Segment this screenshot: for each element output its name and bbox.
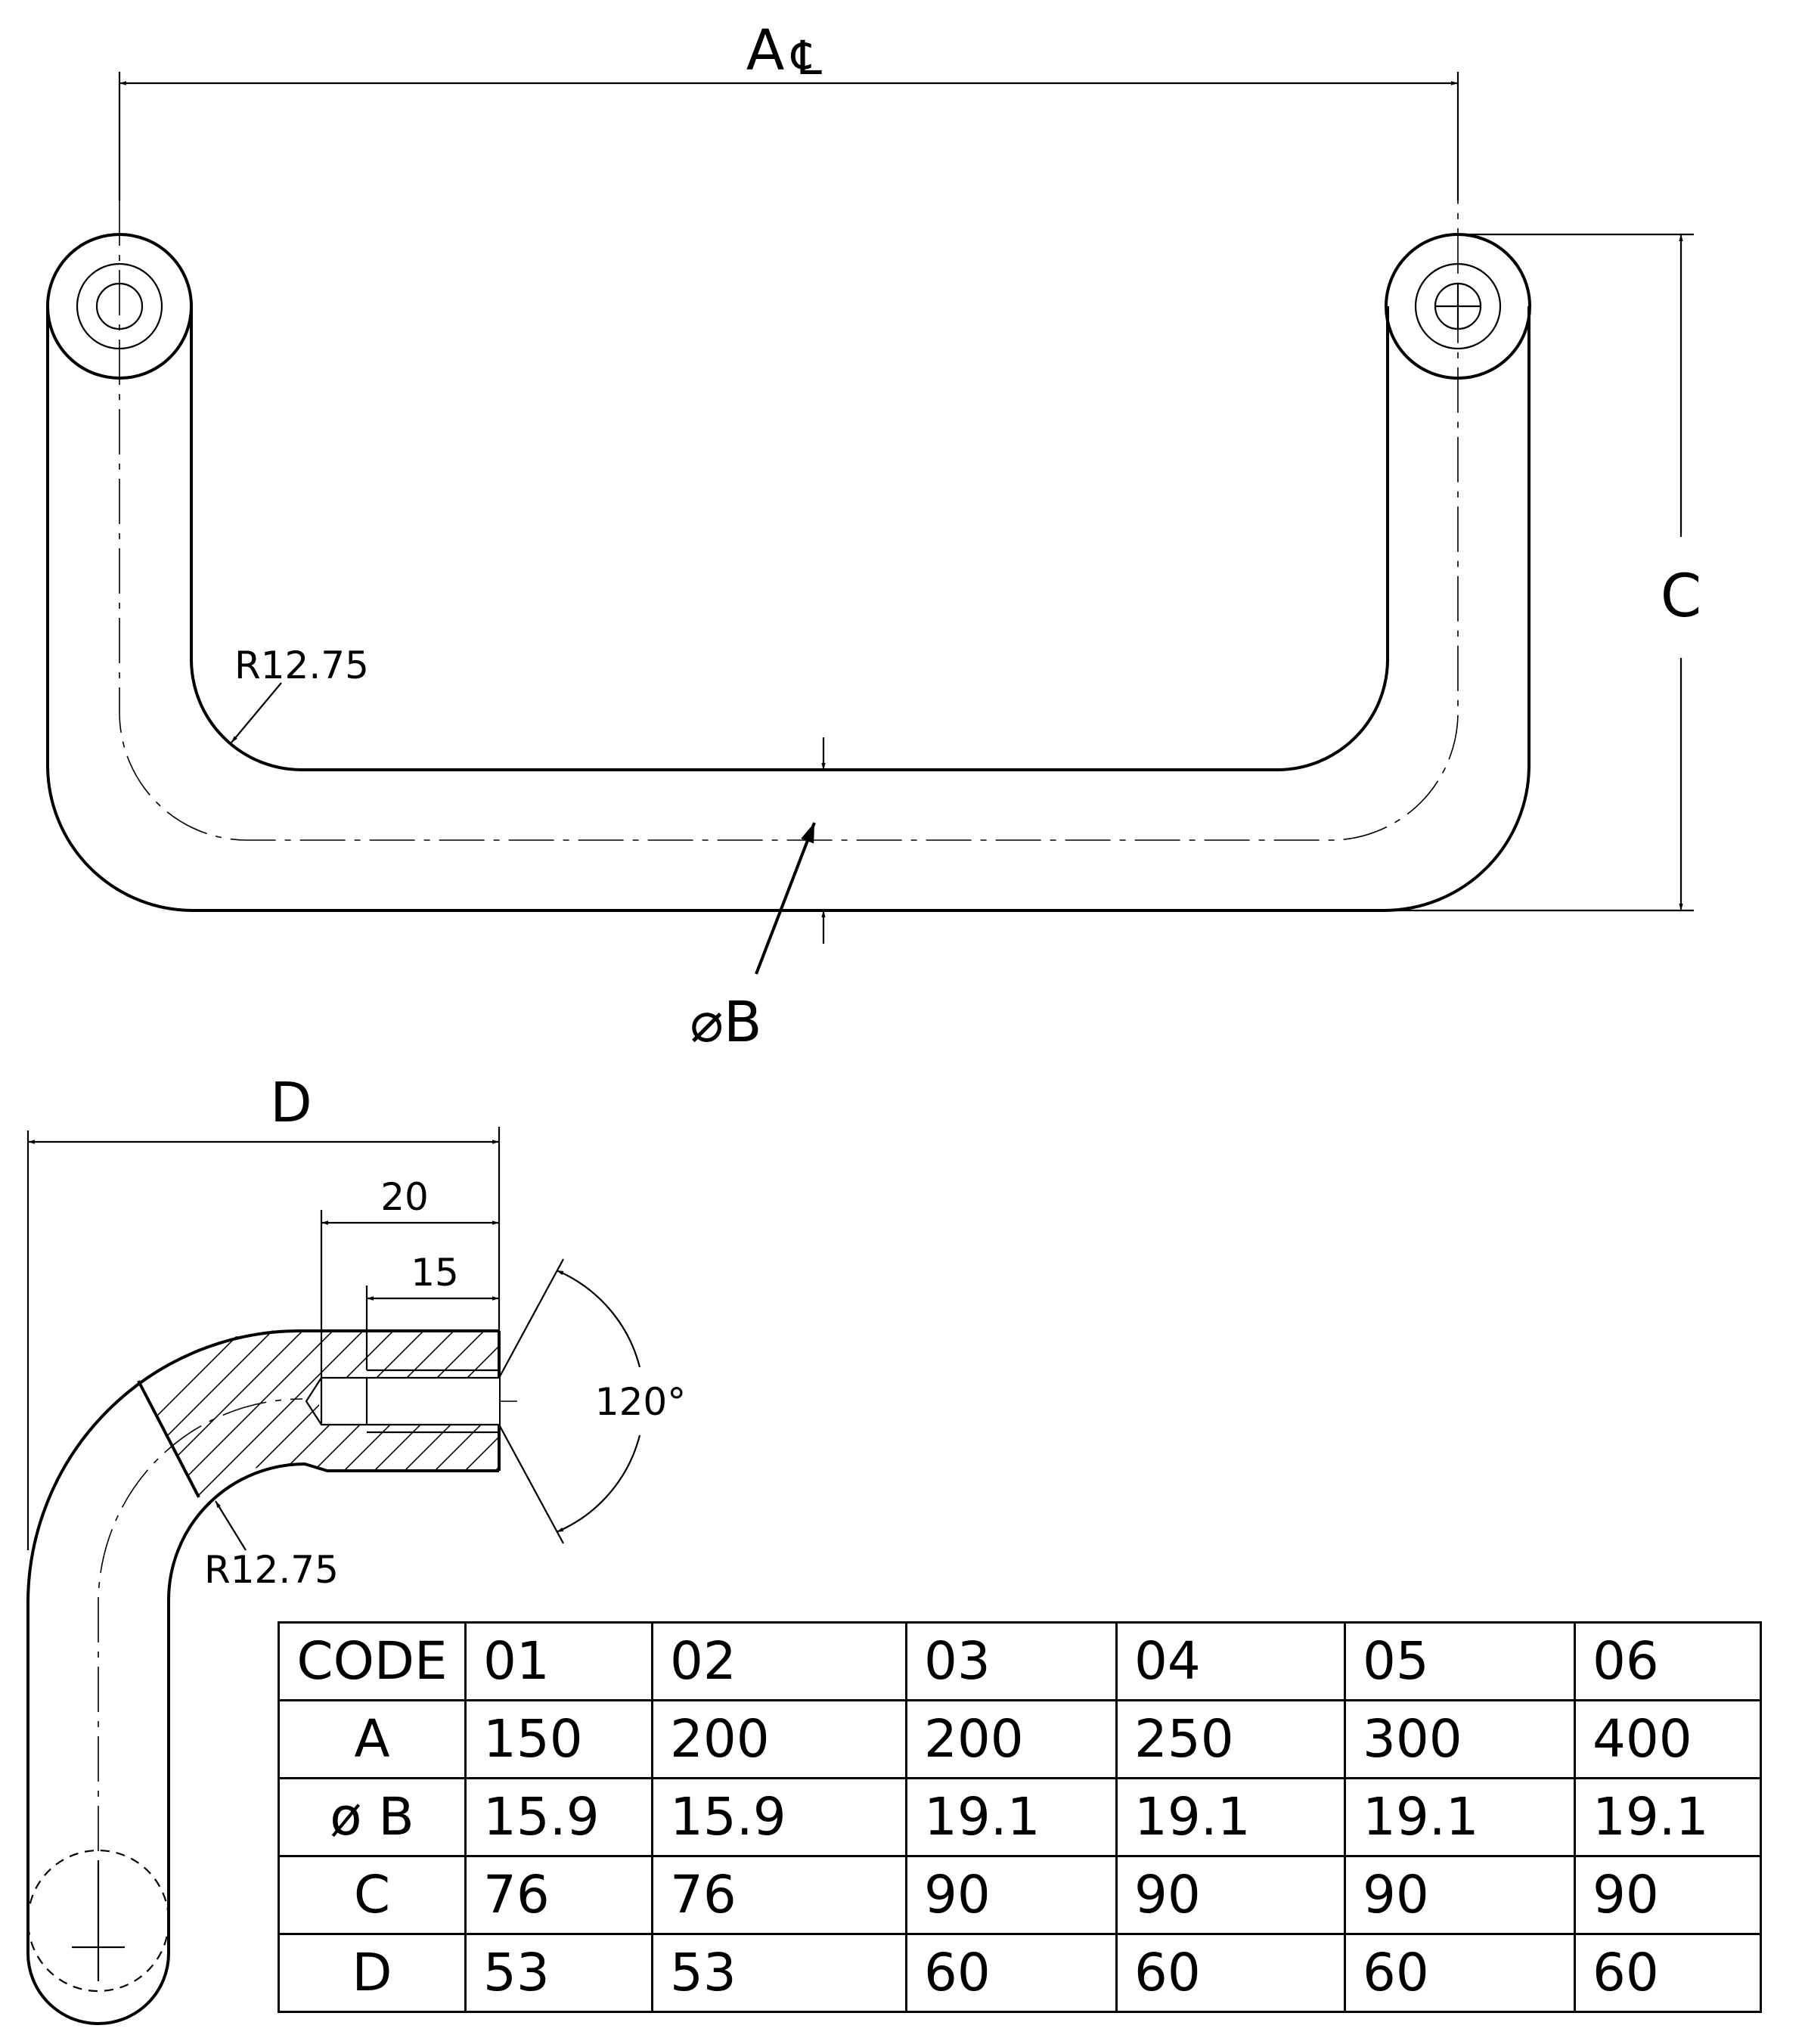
table-cell: 76 — [464, 1855, 653, 1935]
table-code-cell: 02 — [651, 1621, 907, 1701]
radius-front: R12.75 — [231, 644, 369, 743]
centerline-symbol: ℄ — [790, 30, 822, 85]
front-view-handle — [46, 200, 1531, 912]
table-cell: 19.1 — [1574, 1777, 1762, 1857]
table-cell: 15.9 — [464, 1777, 653, 1857]
dimension-d: D — [26, 1071, 501, 1550]
table-row-label: C — [278, 1855, 467, 1935]
table-cell: 53 — [651, 1933, 907, 2013]
side-inner-outline — [167, 1462, 499, 1953]
table-code-cell: 05 — [1344, 1621, 1576, 1701]
table-cell: 200 — [651, 1699, 907, 1779]
table-row: C 76 76 90 90 90 90 — [278, 1855, 1762, 1935]
table-header-row: CODE 01 02 03 04 05 06 — [278, 1621, 1762, 1701]
depth-15-label: 15 — [411, 1251, 459, 1295]
angle-label: 120° — [595, 1380, 686, 1424]
table-cell: 90 — [1344, 1855, 1576, 1935]
table-row-label: D — [278, 1933, 467, 2013]
table-code-cell: 04 — [1115, 1621, 1346, 1701]
table-code-cell: 03 — [905, 1621, 1118, 1701]
table-cell: 150 — [464, 1699, 653, 1779]
side-outer-outline — [26, 1329, 499, 1953]
table-row-label: A — [278, 1699, 467, 1779]
table-cell: 60 — [1574, 1933, 1762, 2013]
handle-outer-outline — [46, 306, 1531, 912]
table-header-label: CODE — [278, 1621, 467, 1701]
table-cell: 60 — [1115, 1933, 1346, 2013]
angle-120: 120° — [498, 1258, 686, 1544]
table-code-cell: 06 — [1574, 1621, 1762, 1701]
table-code-cell: 01 — [464, 1621, 653, 1701]
radius-front-label: R12.75 — [234, 644, 369, 687]
side-end-hidden-circle — [26, 1849, 170, 1993]
dimension-c-label: C — [1661, 563, 1701, 631]
handle-inner-outline — [190, 306, 1389, 771]
table-cell: 250 — [1115, 1699, 1346, 1779]
table-cell: 200 — [905, 1699, 1118, 1779]
table-row: ø B 15.9 15.9 19.1 19.1 19.1 19.1 — [278, 1777, 1762, 1857]
dimension-d-label: D — [270, 1071, 312, 1134]
radius-side: R12.75 — [204, 1500, 339, 1592]
table-cell: 19.1 — [905, 1777, 1118, 1857]
dimension-c: C — [1286, 233, 1701, 912]
table-row-label: ø B — [278, 1777, 467, 1857]
table-cell: 19.1 — [1115, 1777, 1346, 1857]
table-cell: 60 — [905, 1933, 1118, 2013]
table-cell: 90 — [905, 1855, 1118, 1935]
dimension-15: 15 — [365, 1251, 499, 1370]
table-cell: 53 — [464, 1933, 653, 2013]
table-cell: 90 — [1115, 1855, 1346, 1935]
dimension-b-label: ⌀B — [690, 990, 761, 1055]
radius-side-label: R12.75 — [204, 1548, 339, 1592]
threaded-hole — [305, 1369, 499, 1434]
side-view-handle — [26, 1329, 522, 2025]
table-cell: 19.1 — [1344, 1777, 1576, 1857]
side-centerline — [98, 1398, 303, 1921]
dimension-a-label: A — [746, 18, 785, 83]
table-row: A 150 200 200 250 300 400 — [278, 1699, 1762, 1779]
table-cell: 90 — [1574, 1855, 1762, 1935]
handle-centerline — [119, 200, 1459, 841]
table-cell: 300 — [1344, 1699, 1576, 1779]
table-row: D 53 53 60 60 60 60 — [278, 1933, 1762, 2013]
depth-20-label: 20 — [380, 1175, 429, 1219]
section-cut-line — [137, 1380, 200, 1498]
spec-table: CODE 01 02 03 04 05 06 A 150 200 200 250… — [278, 1621, 1762, 2013]
table-cell: 60 — [1344, 1933, 1576, 2013]
dimension-20: 20 — [320, 1175, 499, 1378]
table-cell: 76 — [651, 1855, 907, 1935]
table-cell: 15.9 — [651, 1777, 907, 1857]
dimension-b: ⌀B — [690, 737, 826, 1055]
dimension-a: A ℄ — [118, 18, 1459, 200]
table-cell: 400 — [1574, 1699, 1762, 1779]
